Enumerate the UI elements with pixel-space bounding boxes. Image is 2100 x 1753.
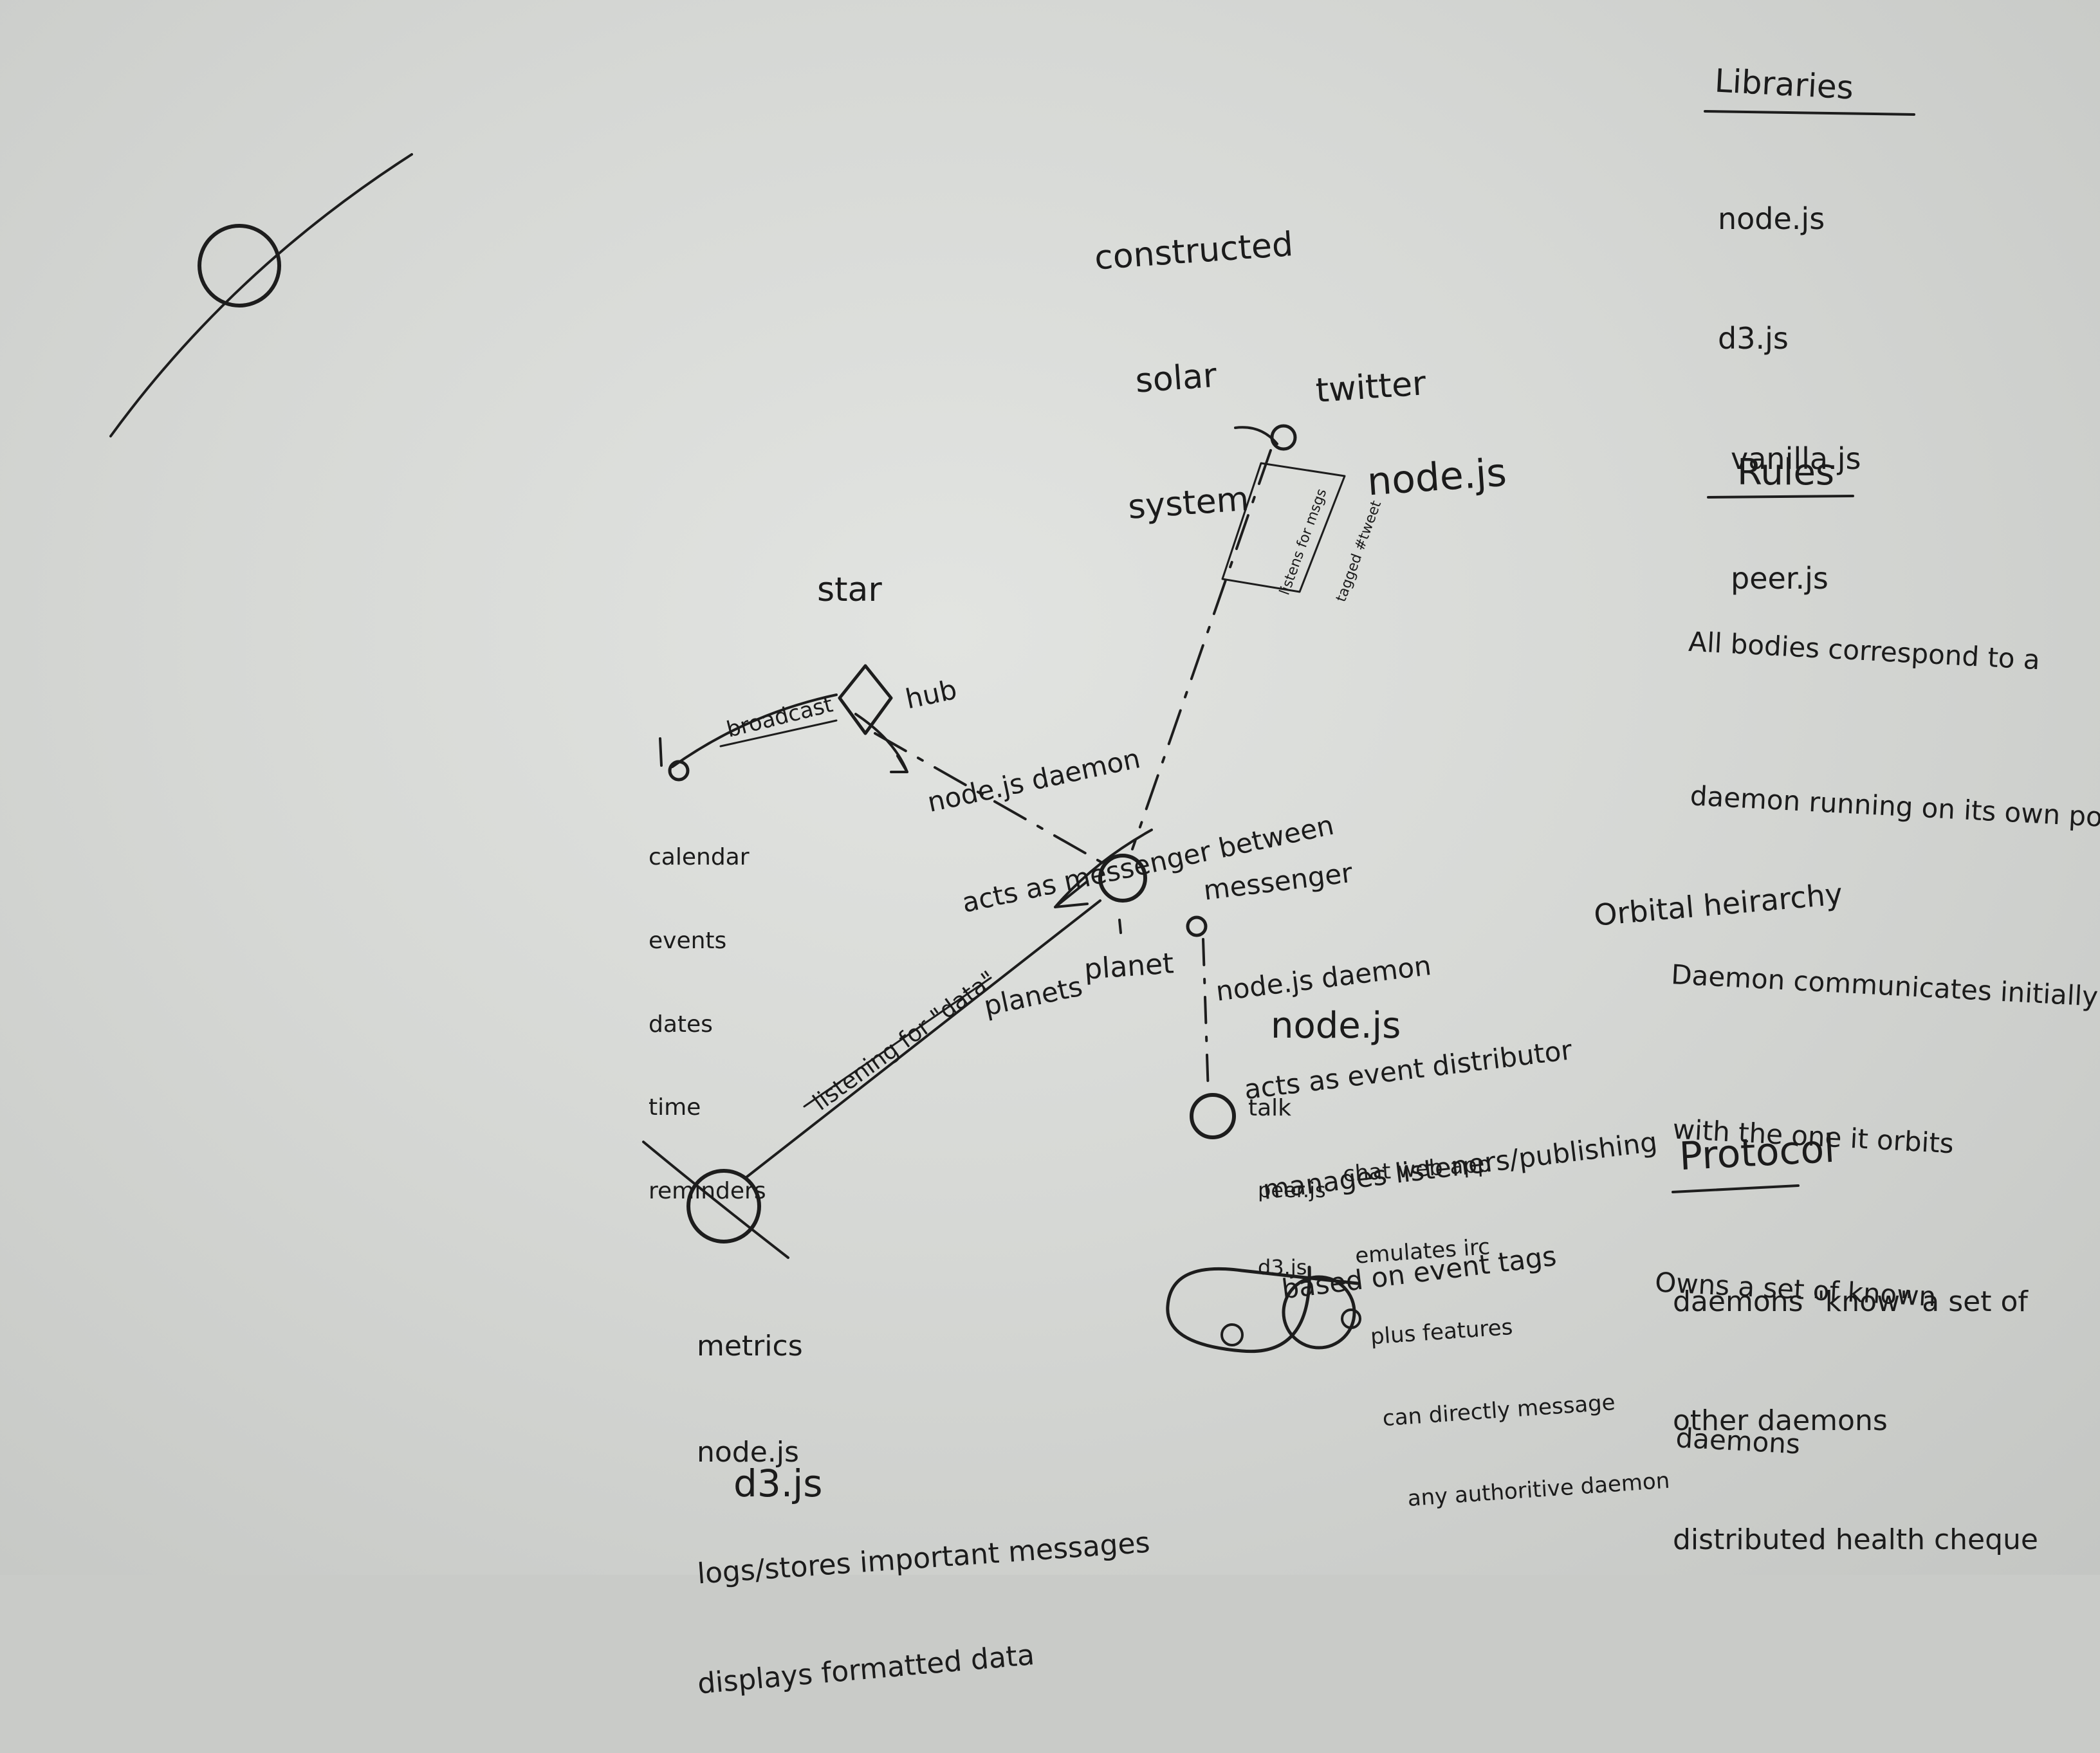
talk-node-circle — [1190, 1093, 1236, 1139]
libraries-underline — [1704, 110, 1915, 116]
library-item: peer.js — [1731, 561, 1828, 596]
library-item: d3.js — [1718, 321, 1789, 356]
notebook-page: constructed solar system Libraries node.… — [0, 0, 2100, 1701]
star-node-diamond — [838, 664, 893, 735]
metrics-desc-line: displays formatted data — [696, 1638, 1036, 1701]
twitter-to-planet-edge — [1131, 449, 1272, 850]
twitter-node-circle — [1270, 424, 1297, 451]
messenger-moon-circle — [1186, 915, 1208, 937]
talk-label: talk — [1248, 1095, 1292, 1121]
calendar-item: time — [649, 1094, 701, 1121]
calendar-orbit-tick — [659, 737, 663, 767]
calendar-description: calendar events dates time reminders — [649, 788, 766, 1260]
talk-desc-line: can directly message — [1381, 1389, 1616, 1431]
metrics-edge-label-underline — [803, 977, 992, 1108]
title-line-1: constructed — [1093, 225, 1294, 278]
rules-heading: Rules — [1737, 452, 1835, 493]
orbital-heirarchy-inner — [1341, 1308, 1361, 1329]
star-broadcast-arc-2 — [854, 713, 908, 773]
protocol-item: other daemons — [1673, 1404, 1888, 1437]
planet-orbit-arc — [1054, 829, 1153, 908]
planet-node-circle — [1098, 854, 1147, 903]
metrics-orbit-arc — [642, 1141, 789, 1259]
orbital-heirarchy-moon — [1220, 1323, 1244, 1346]
planet-arrow — [1054, 880, 1089, 908]
metrics-desc-line: metrics — [697, 1330, 803, 1363]
planet-label: planet — [1083, 947, 1175, 986]
metrics-node-circle — [686, 1169, 761, 1244]
planet-tick — [1118, 919, 1122, 934]
protocol-item: daemons "know" a set of — [1673, 1285, 2028, 1319]
calendar-item: reminders — [649, 1177, 766, 1204]
moon-to-talk-edge — [1202, 938, 1210, 1095]
talk-tech-item: d3.js — [1258, 1255, 1307, 1280]
title-line-2: solar — [1134, 356, 1219, 401]
metrics-tech: d3.js — [733, 1462, 823, 1505]
metrics-desc-line: logs/stores important messages — [696, 1526, 1151, 1591]
twitter-edge-box — [1221, 462, 1346, 593]
twitter-label: twitter — [1314, 364, 1428, 410]
planet-tech: node.js — [1271, 1005, 1401, 1047]
calendar-item: events — [649, 927, 727, 954]
libraries-heading: Libraries — [1713, 62, 1855, 107]
planet-desc-line: node.js daemon — [1214, 949, 1433, 1007]
sketch-drawing — [109, 110, 1915, 1354]
rule-item: daemon running on its own port — [1689, 780, 2100, 834]
planet-to-metrics-edge — [745, 899, 1101, 1179]
orbital-heirarchy-ellipse — [1166, 1265, 1359, 1354]
star-to-planet-edge — [874, 732, 1108, 867]
talk-tech: peer.js d3.js — [1258, 1126, 1326, 1332]
orbital-heirarchy-planet — [1282, 1275, 1356, 1350]
star-broadcast-arc — [671, 693, 838, 768]
outer-orbit-arc — [109, 153, 413, 437]
broadcast-underline — [719, 719, 838, 748]
library-item: node.js — [1718, 201, 1825, 237]
metrics-description: metrics node.js logs/stores important me… — [696, 1258, 1151, 1753]
twitter-edge-label-line: listens for msgs — [1276, 486, 1331, 598]
calendar-item: calendar — [649, 844, 750, 871]
talk-desc-line: any authoritive daemon — [1406, 1467, 1671, 1512]
library-item: vanilla.js — [1731, 441, 1861, 476]
rule-item: Daemon communicates initially — [1670, 959, 2099, 1013]
talk-desc-line: emulates irc — [1354, 1233, 1491, 1269]
outer-body-circle — [198, 224, 281, 307]
rules-underline — [1707, 495, 1854, 499]
talk-description: chat web app emulates irc plus features … — [1338, 1085, 1674, 1570]
star-label: star — [817, 571, 882, 609]
talk-desc-line: chat web app — [1341, 1151, 1492, 1188]
protocol-heading: Protocol — [1678, 1126, 1836, 1180]
talk-desc-line: plus features — [1369, 1314, 1514, 1350]
metrics-desc-line: node.js — [697, 1436, 799, 1469]
twitter-tech: node.js — [1365, 450, 1508, 505]
star-desc-line: hub — [903, 674, 960, 715]
libraries-list: node.js d3.js vanilla.js peer.js — [1718, 119, 1861, 678]
planet-desc-line: messenger — [1201, 856, 1354, 906]
twitter-edge-label-line: tagged #tweet — [1333, 499, 1385, 604]
protocol-item: distributed health cheque — [1673, 1523, 2039, 1556]
talk-tech-item: peer.js — [1258, 1178, 1326, 1202]
rule-item: All bodies correspond to a — [1688, 625, 2041, 675]
calendar-node-circle — [668, 760, 690, 782]
protocol-underline — [1672, 1184, 1800, 1193]
calendar-item: dates — [649, 1011, 713, 1038]
protocol-list: daemons "know" a set of other daemons di… — [1673, 1203, 2038, 1639]
